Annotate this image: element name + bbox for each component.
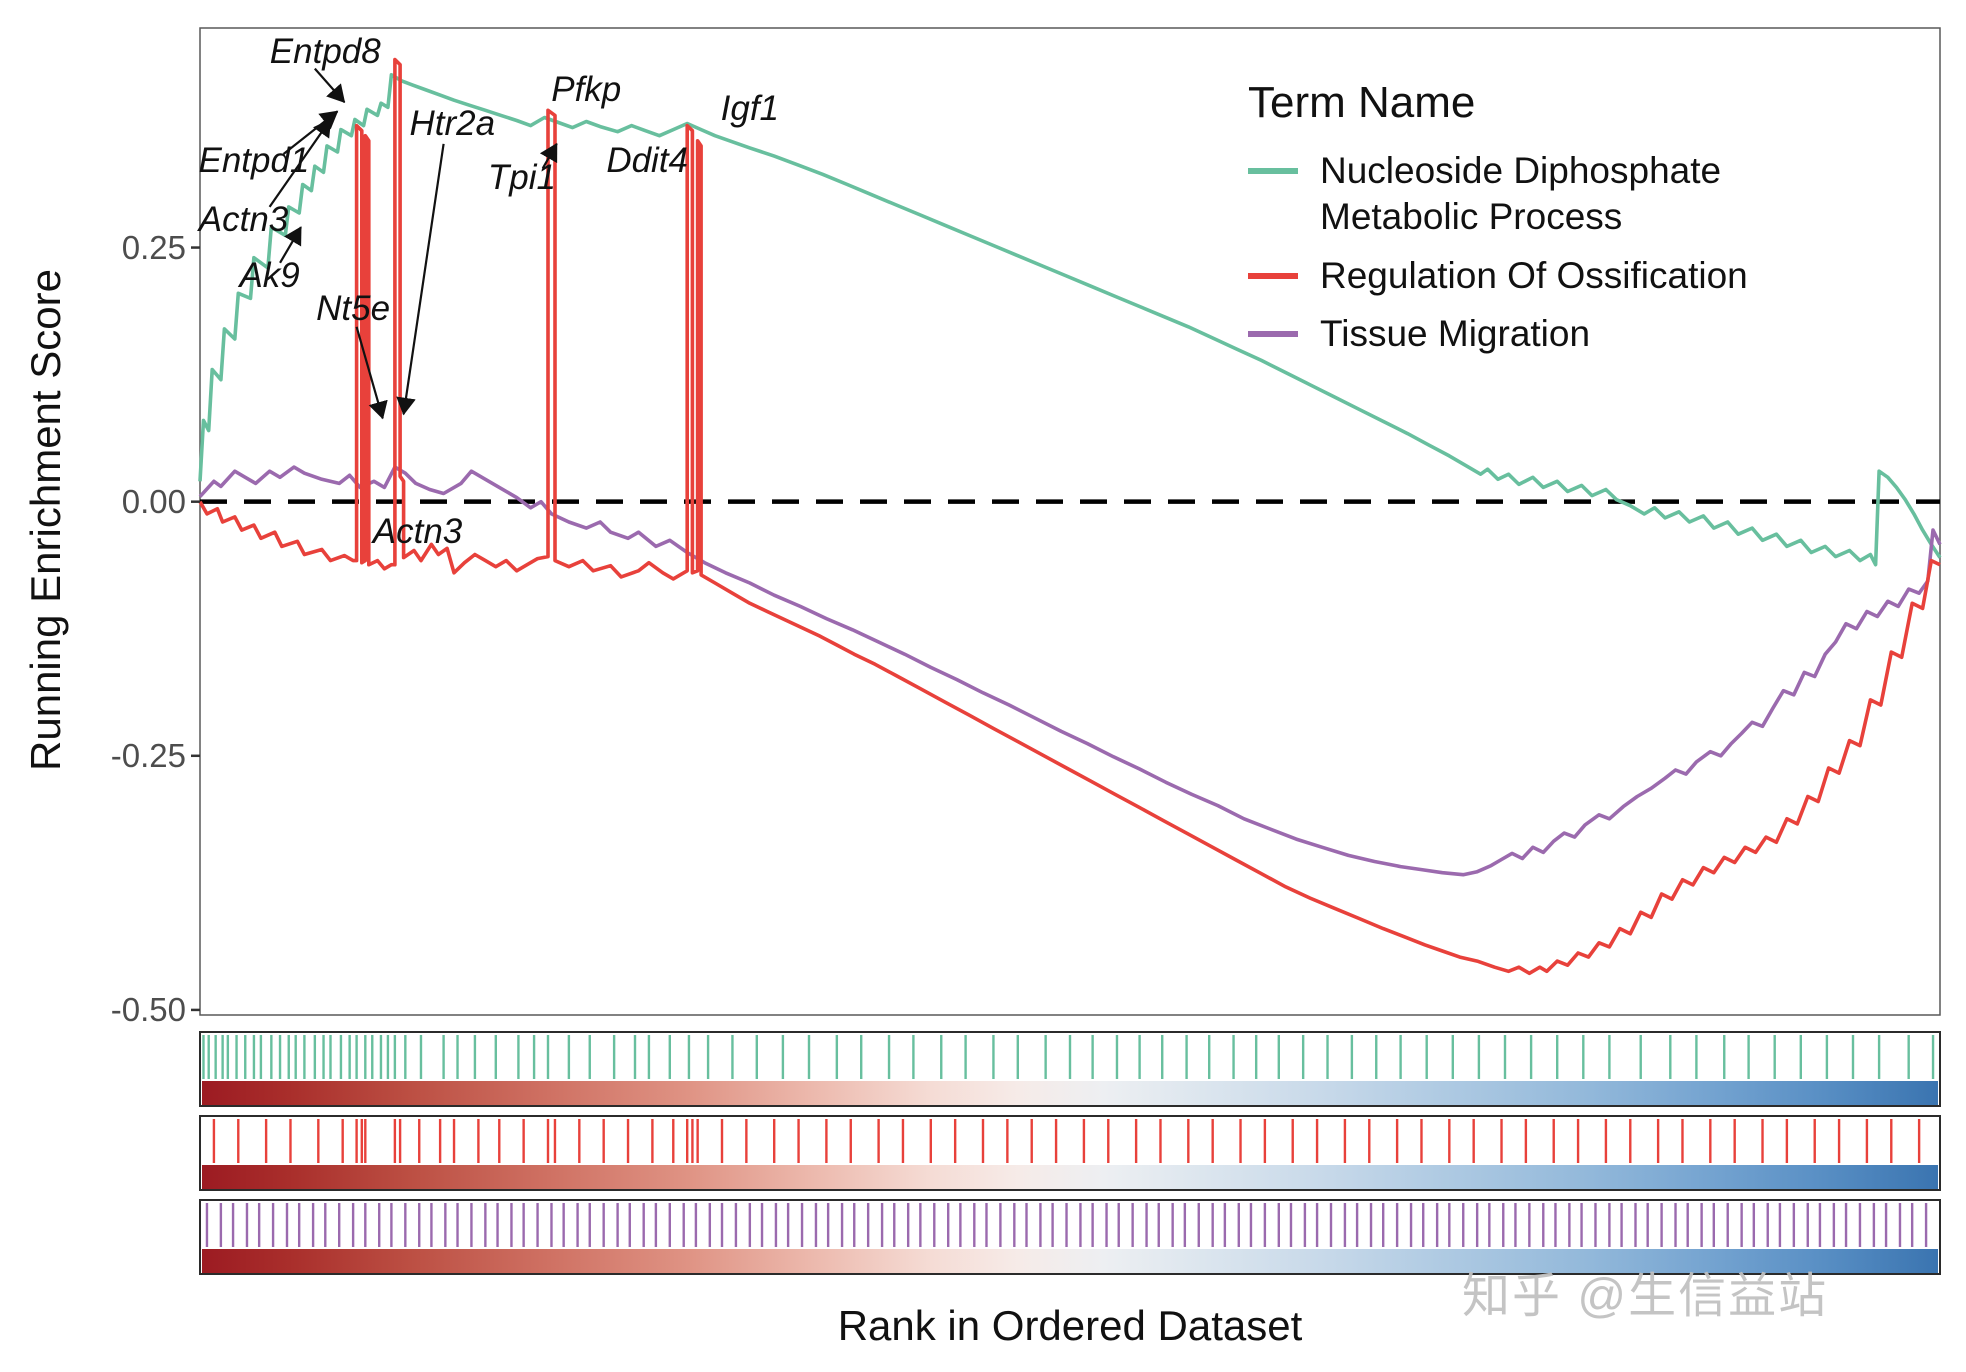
y-tick-label: 0.00 — [121, 482, 186, 520]
legend-line-swatch — [1248, 330, 1298, 337]
watermark: 知乎 @生信益站 — [1462, 1270, 1829, 1323]
legend-entry: Nucleoside Diphosphate Metabolic Process — [1248, 148, 1908, 241]
rank-gradient-bar — [202, 1249, 1938, 1273]
legend: Term Name Nucleoside Diphosphate Metabol… — [1248, 78, 1908, 369]
plot-border — [199, 27, 1941, 1016]
series-line-1 — [198, 73, 1942, 567]
legend-line-swatch — [1248, 272, 1298, 279]
gene-label-actn3: Actn3 — [198, 200, 289, 240]
legend-entry-label: Tissue Migration — [1320, 312, 1591, 354]
annotation-arrows — [268, 67, 558, 420]
rug-panel-1 — [199, 1031, 1941, 1107]
gene-label-entpd8: Entpd8 — [269, 32, 381, 72]
gene-label-tpi1: Tpi1 — [487, 158, 556, 198]
gene-label-ddit4: Ddit4 — [606, 141, 689, 181]
gene-label-htr2a: Htr2a — [409, 103, 496, 143]
legend-entry: Tissue Migration — [1248, 311, 1908, 357]
legend-entry: Regulation Of Ossification — [1248, 253, 1908, 299]
y-axis-title: Running Enrichment Score — [22, 269, 69, 771]
legend-entry-label: Nucleoside Diphosphate Metabolic Process — [1320, 150, 1722, 238]
gene-label-ak9: Ak9 — [239, 256, 300, 296]
series-line-3 — [198, 465, 1942, 877]
gene-label-entpd1: Entpd1 — [198, 141, 310, 181]
rug-ticks-3 — [205, 1203, 1928, 1247]
y-tick-label: 0.25 — [121, 228, 186, 266]
gene-label-pfkp: Pfkp — [551, 70, 622, 109]
rug-ticks-2 — [212, 1119, 1921, 1163]
gene-label-actn3: Actn3 — [372, 512, 463, 552]
gene-label-igf1: Igf1 — [720, 89, 780, 129]
series-line-2 — [198, 57, 1941, 976]
legend-entry-label: Regulation Of Ossification — [1320, 254, 1748, 296]
rug-panel-2 — [199, 1115, 1941, 1191]
x-axis-title: Rank in Ordered Dataset — [837, 1302, 1303, 1349]
rank-gradient-bar — [202, 1081, 1938, 1105]
legend-line-swatch — [1248, 168, 1298, 174]
rug-panel-3 — [199, 1199, 1941, 1275]
gene-label-nt5e: Nt5e — [316, 288, 391, 328]
rug-ticks-1 — [202, 1035, 1935, 1079]
y-tick-label: -0.50 — [110, 990, 186, 1028]
legend-title: Term Name — [1248, 78, 1476, 127]
rank-gradient-bar — [202, 1165, 1938, 1189]
legend-entries: Nucleoside Diphosphate Metabolic Process… — [1248, 148, 1908, 357]
y-tick-label: -0.25 — [110, 736, 186, 774]
